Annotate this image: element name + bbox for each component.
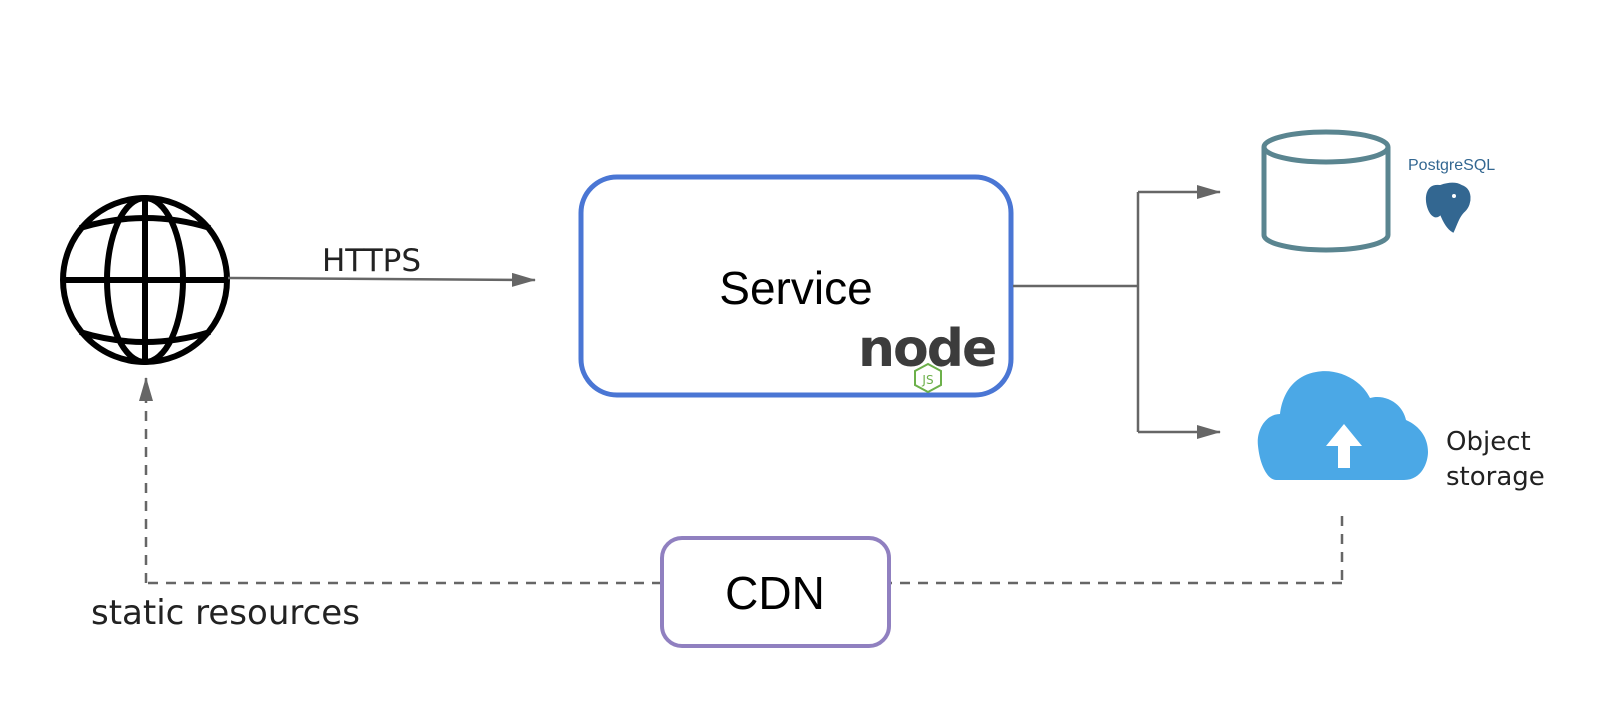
- globe-icon: [60, 195, 230, 365]
- cdn-box[interactable]: [660, 536, 891, 648]
- object-storage-label-line2: storage: [1446, 462, 1545, 492]
- service-label: Service: [719, 262, 872, 314]
- svg-text:JS: JS: [921, 373, 933, 387]
- cloud-upload-icon: [1257, 371, 1428, 480]
- static-resources-label: static resources: [91, 593, 360, 633]
- nodejs-js-badge: JS: [914, 362, 942, 394]
- object-storage-label: Object storage: [1446, 427, 1545, 492]
- nodejs-logo-text: node: [858, 319, 995, 379]
- service-box[interactable]: [578, 174, 1014, 398]
- postgresql-wordmark: PostgreSQL: [1408, 157, 1495, 174]
- database-cylinder-icon: [1261, 129, 1391, 253]
- nodejs-logo: node JS: [858, 319, 997, 394]
- https-label: HTTPS: [322, 243, 421, 279]
- postgresql-logo: PostgreSQL: [1408, 157, 1495, 236]
- static-resources-edge: [139, 377, 1344, 585]
- service-to-storage-edges: [1013, 185, 1221, 439]
- object-storage-label-line1: Object: [1446, 427, 1531, 457]
- elephant-icon: [1423, 180, 1473, 236]
- https-edge: [227, 272, 536, 287]
- cdn-label: CDN: [725, 567, 825, 619]
